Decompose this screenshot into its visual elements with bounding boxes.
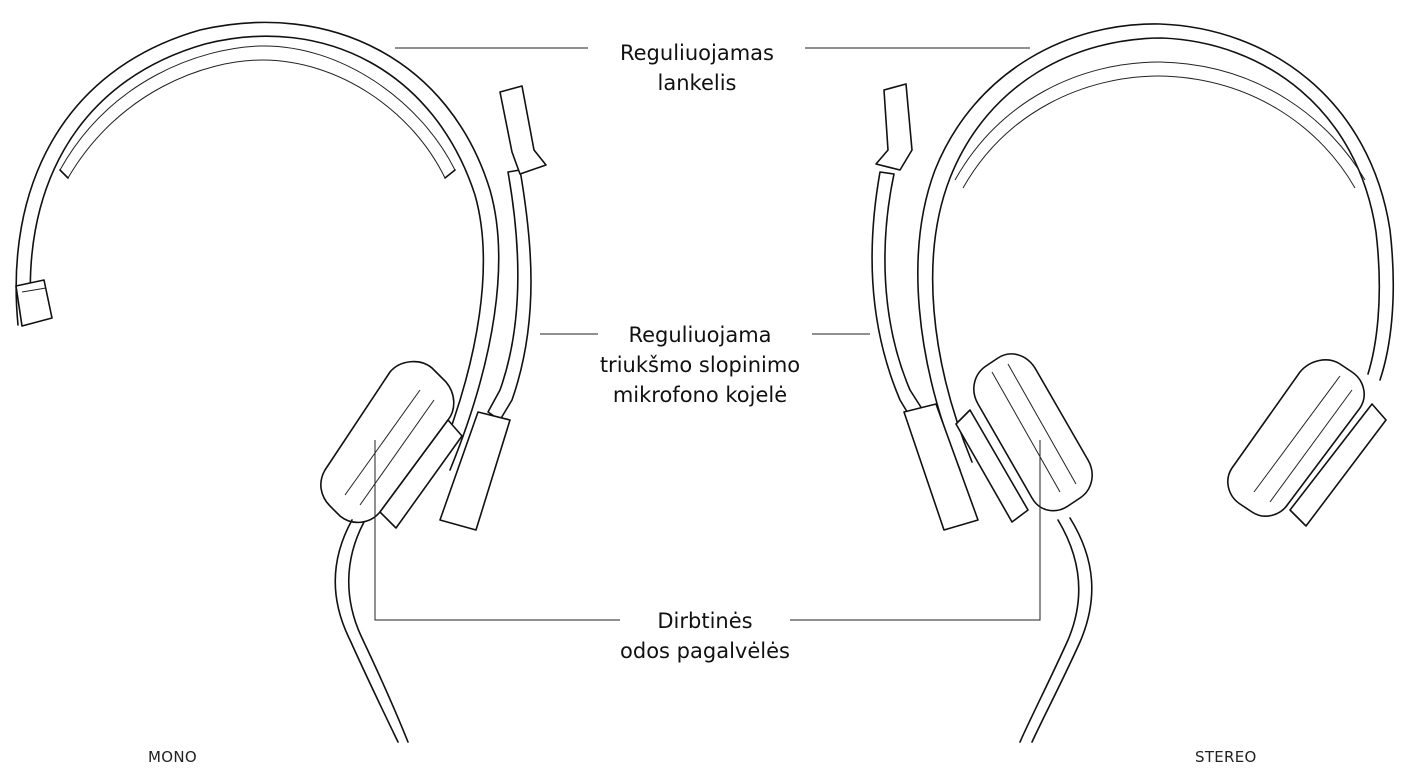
headband-callout-line2: lankelis xyxy=(590,68,804,98)
stereo-headset-illustration xyxy=(872,24,1393,742)
mic-boom-callout-line2: triukšmo slopinimo xyxy=(580,350,820,380)
ear-pads-callout-line2: odos pagalvėlės xyxy=(600,636,810,666)
mic-boom-callout: Reguliuojama triukšmo slopinimo mikrofon… xyxy=(580,320,820,410)
stereo-mic-boom xyxy=(872,172,924,420)
stereo-ear-pad-right xyxy=(1228,360,1364,516)
headband-callout: Reguliuojamas lankelis xyxy=(590,38,804,98)
headband-callout-line1: Reguliuojamas xyxy=(590,38,804,68)
mic-boom-callout-line3: mikrofono kojelė xyxy=(580,380,820,410)
mic-boom-callout-line1: Reguliuojama xyxy=(580,320,820,350)
stereo-cable xyxy=(1020,520,1079,742)
mono-variant-label: MONO xyxy=(148,748,197,766)
ear-pads-callout-line1: Dirbtinės xyxy=(600,606,810,636)
mono-cable xyxy=(335,520,398,742)
stereo-variant-label: STEREO xyxy=(1195,748,1257,766)
mono-headset-illustration xyxy=(16,22,546,742)
ear-pads-callout: Dirbtinės odos pagalvėlės xyxy=(600,606,810,666)
